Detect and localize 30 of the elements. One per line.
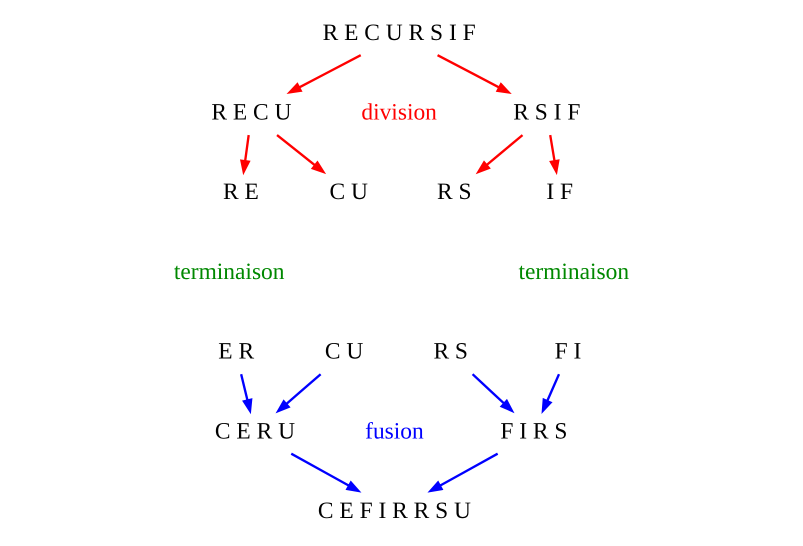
- label: division: [361, 99, 437, 126]
- node-text: C U: [330, 179, 368, 206]
- label: fusion: [365, 418, 424, 444]
- arrow: [437, 54, 512, 94]
- node-text: C E F I R R S U: [318, 498, 471, 524]
- arrow: [542, 374, 560, 414]
- label: terminaison: [174, 258, 285, 285]
- arrow: [286, 54, 362, 94]
- node-text: F I: [554, 338, 582, 365]
- label: terminaison: [518, 258, 630, 285]
- arrow: [276, 134, 326, 174]
- arrow: [276, 373, 322, 414]
- node-text: F I R S: [500, 418, 568, 444]
- arrow: [290, 452, 362, 493]
- arrow: [472, 373, 515, 414]
- node-text: C U: [324, 338, 364, 365]
- node-text: R S: [433, 338, 468, 365]
- node-text: C E R U: [214, 418, 296, 444]
- node-text: R E: [222, 179, 259, 206]
- arrow: [549, 134, 560, 176]
- node-text: R S: [436, 179, 472, 206]
- node-text: R E C U R S I F: [322, 20, 476, 46]
- arrow: [476, 134, 524, 174]
- arrow: [240, 374, 252, 414]
- node-text: R S I F: [513, 99, 580, 126]
- node-text: E R: [218, 338, 254, 365]
- node-text: R E C U: [211, 99, 292, 126]
- arrow: [240, 134, 251, 176]
- arrow: [427, 452, 498, 493]
- node-text: I F: [546, 179, 574, 206]
